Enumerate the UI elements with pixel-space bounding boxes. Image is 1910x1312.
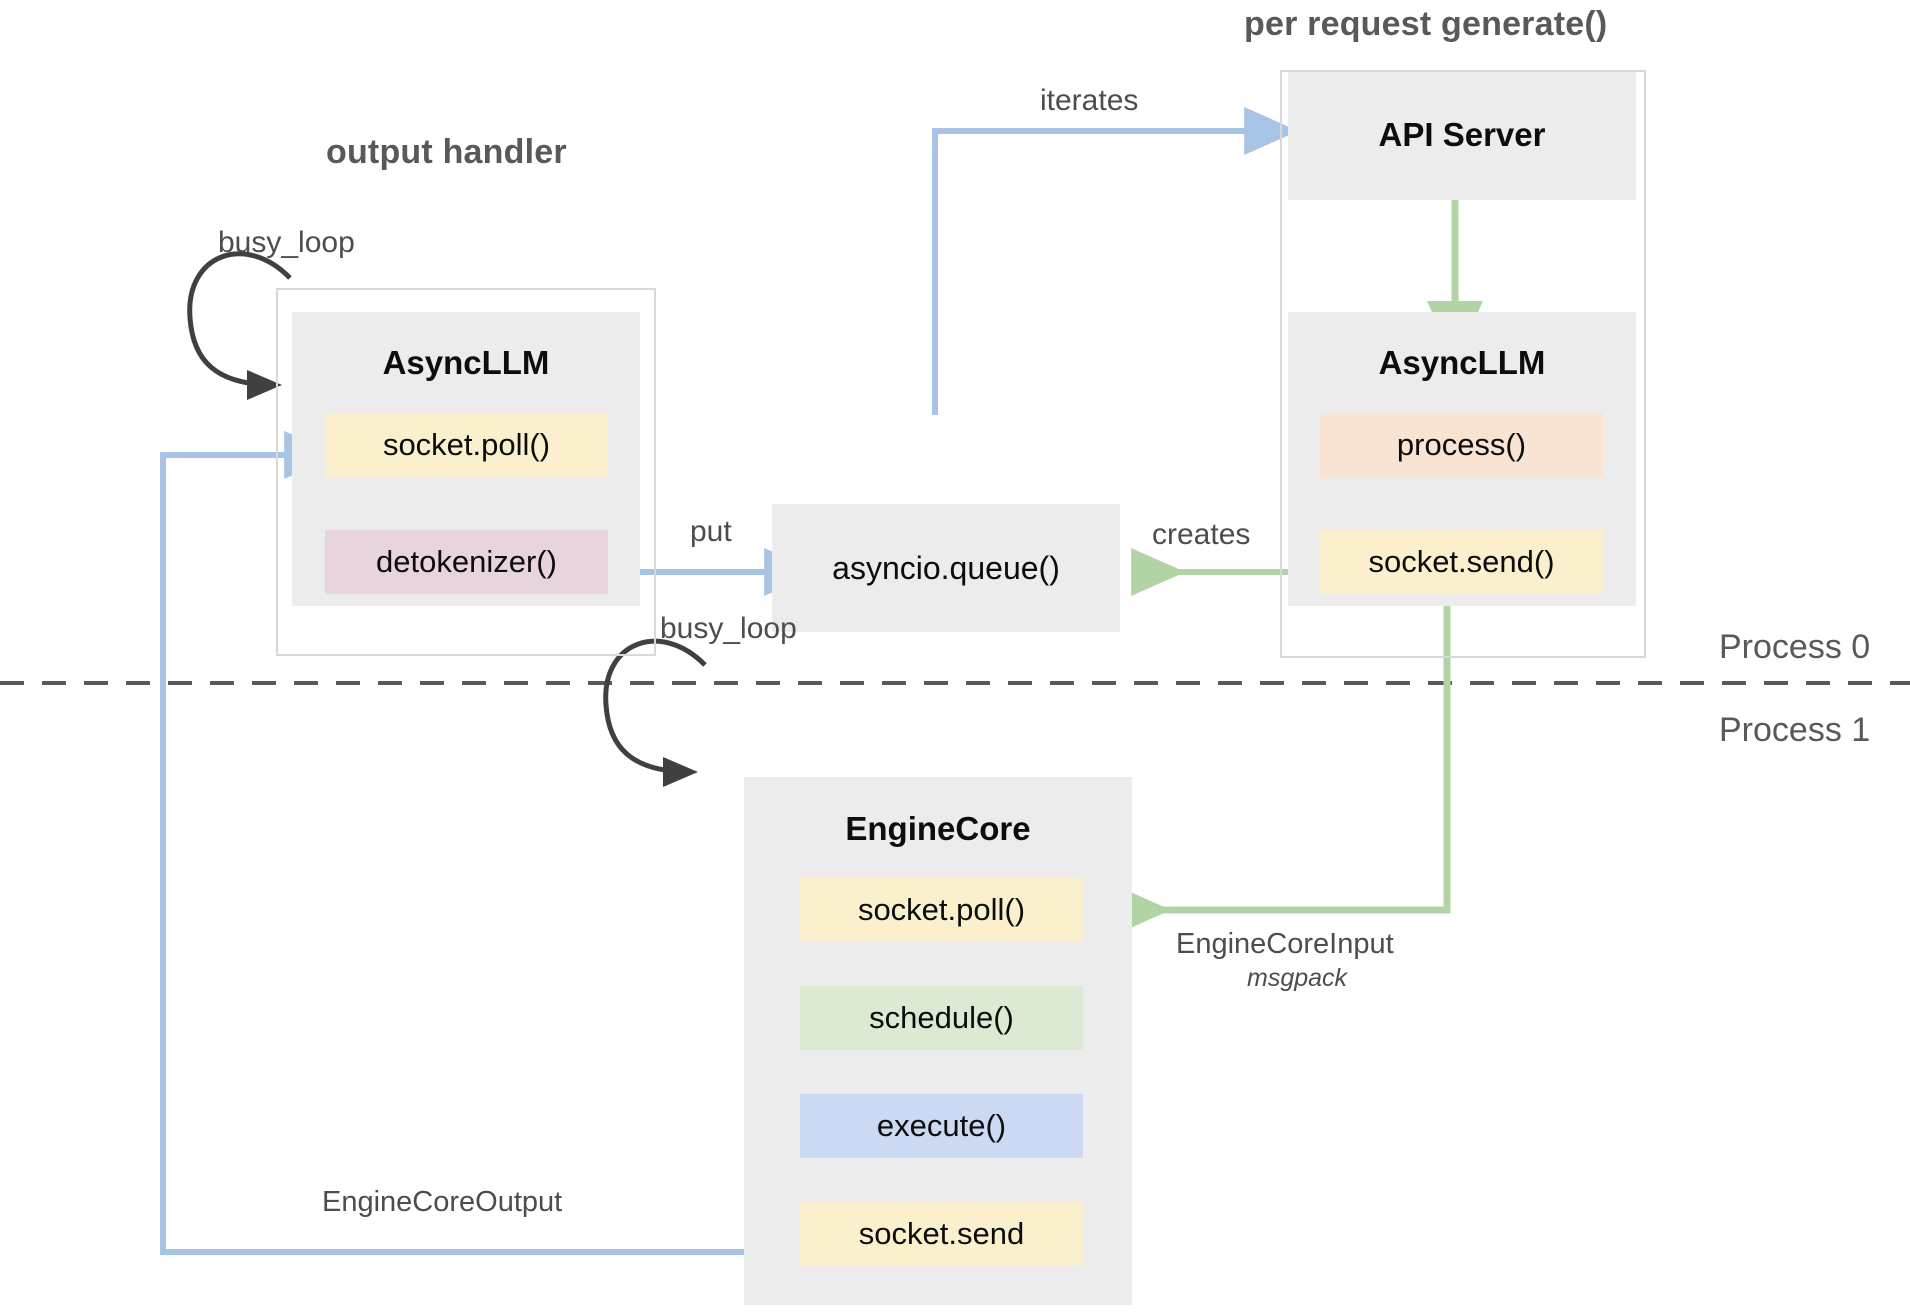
chip-socket-poll-left[interactable]: socket.poll() <box>325 413 608 477</box>
iterates-arrow <box>932 107 1299 415</box>
engine-core-input-label: EngineCoreInput <box>1176 928 1394 960</box>
api-server-box: API Server <box>1288 72 1636 200</box>
put-label: put <box>690 515 732 548</box>
async-llm-right-title: AsyncLLM <box>1378 344 1546 381</box>
title-output-handler: output handler <box>326 133 567 171</box>
chip-detokenizer[interactable]: detokenizer() <box>325 530 608 594</box>
chip-process-label: process() <box>1396 427 1527 462</box>
chip-socket-poll-engine[interactable]: socket.poll() <box>800 878 1083 942</box>
title-per-request-generate: per request generate() <box>1244 5 1608 43</box>
chip-execute-label: execute() <box>876 1108 1007 1143</box>
chip-socket-poll-engine-label: socket.poll() <box>857 892 1026 927</box>
engine-core-input-sublabel: msgpack <box>1247 964 1348 992</box>
chip-process[interactable]: process() <box>1320 413 1603 477</box>
iterates-label: iterates <box>1040 84 1139 117</box>
chip-socket-poll-left-label: socket.poll() <box>382 427 551 462</box>
chip-socket-send-right[interactable]: socket.send() <box>1320 530 1603 594</box>
async-llm-left-title: AsyncLLM <box>382 344 550 381</box>
api-server-title: API Server <box>1378 116 1546 153</box>
busy-loop-left-label: busy_loop <box>218 226 355 259</box>
asyncio-queue-label: asyncio.queue() <box>832 549 1060 586</box>
chip-socket-send-engine[interactable]: socket.send <box>800 1202 1083 1266</box>
output-handler-frame <box>276 288 656 656</box>
busy-loop-engine-label: busy_loop <box>660 612 797 645</box>
busy-loop-engine-arrow <box>603 638 707 787</box>
chip-socket-send-right-label: socket.send() <box>1368 544 1555 579</box>
process-label-bottom: Process 1 <box>1719 711 1871 749</box>
engine-core-title: EngineCore <box>845 810 1031 847</box>
engine-core-output-label: EngineCoreOutput <box>322 1186 563 1218</box>
chip-execute[interactable]: execute() <box>800 1094 1083 1158</box>
chip-socket-send-engine-label: socket.send <box>858 1216 1025 1251</box>
process-label-top: Process 0 <box>1719 628 1871 666</box>
per-request-frame <box>1280 70 1646 658</box>
chip-schedule[interactable]: schedule() <box>800 986 1083 1050</box>
chip-schedule-label: schedule() <box>869 1000 1014 1035</box>
chip-detokenizer-label: detokenizer() <box>376 544 557 579</box>
asyncio-queue-box[interactable]: asyncio.queue() <box>772 504 1120 632</box>
creates-label: creates <box>1152 518 1251 551</box>
busy-loop-left-arrow <box>187 251 292 400</box>
